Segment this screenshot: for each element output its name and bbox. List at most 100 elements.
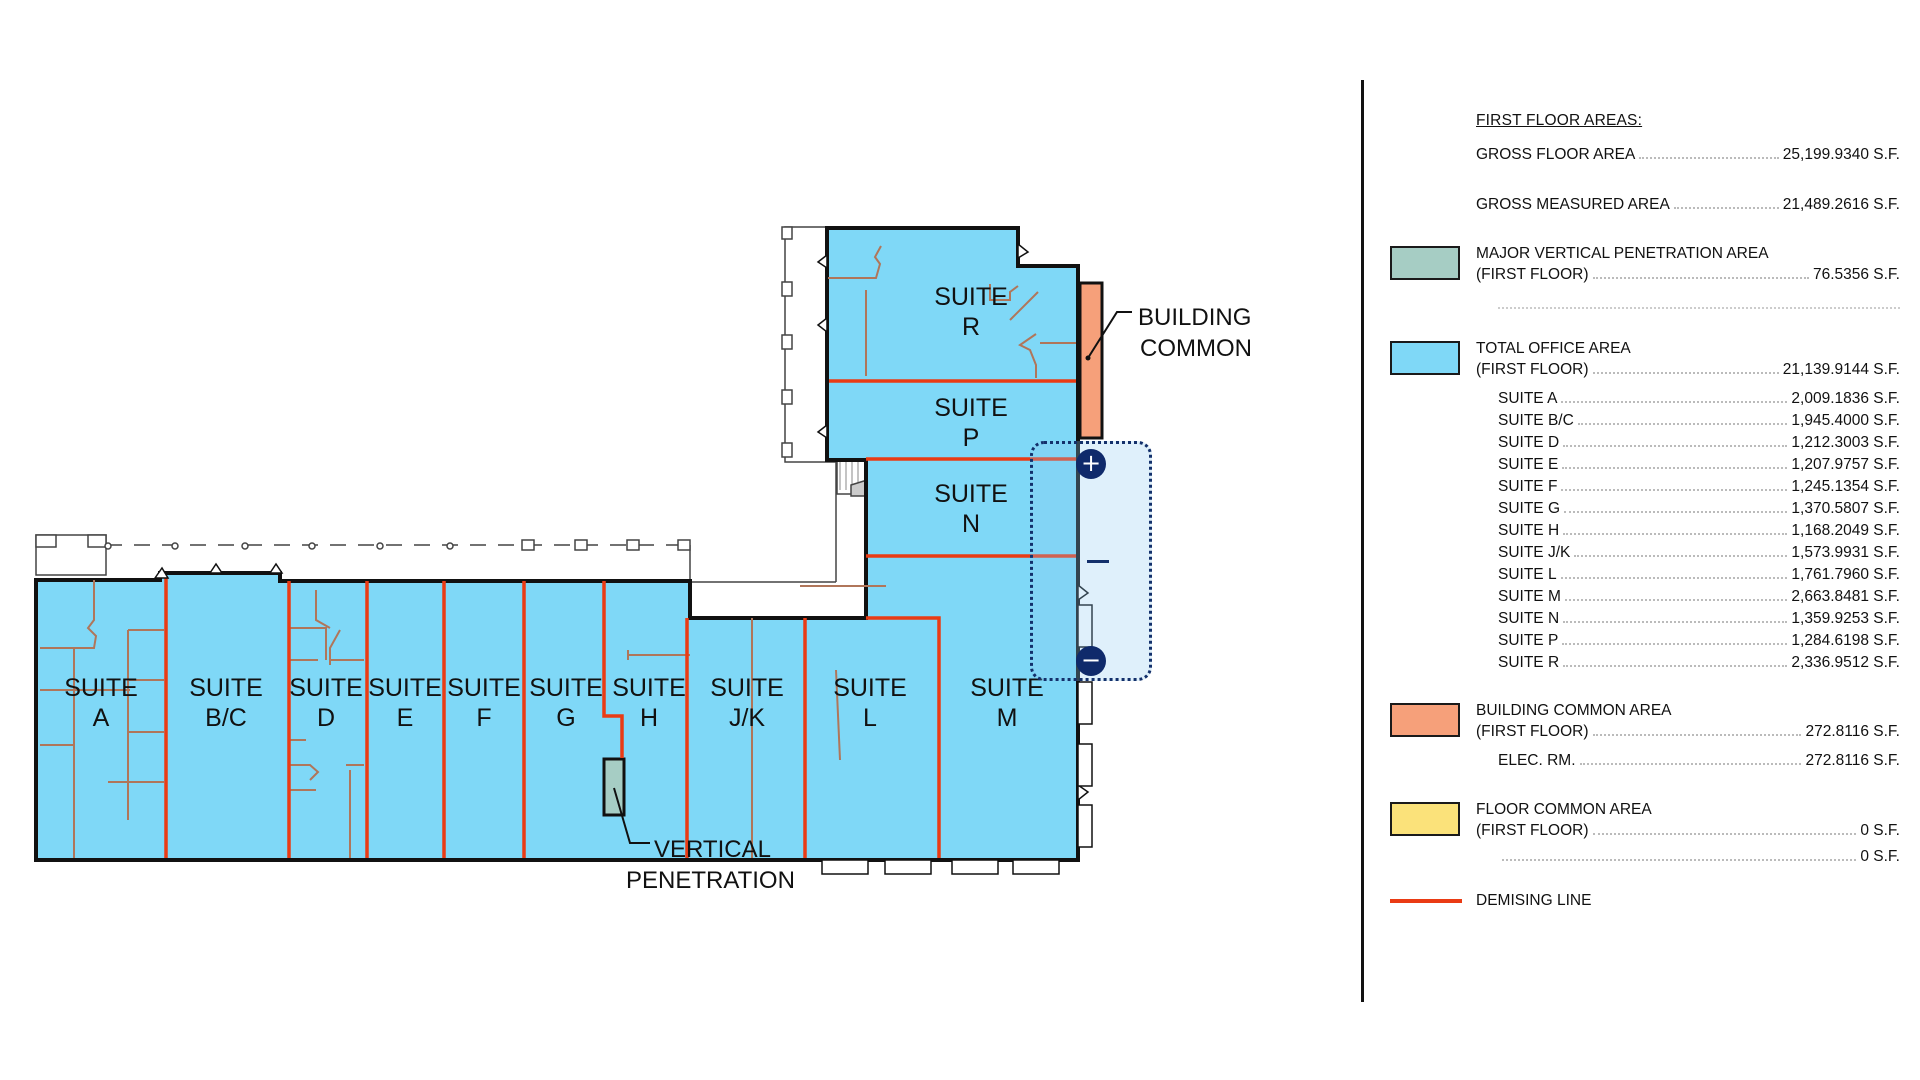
suite-area-label: SUITE M: [1498, 588, 1561, 605]
callout-building-common-line2: COMMON: [1140, 335, 1252, 362]
leader-dots: [1563, 533, 1788, 535]
suite-label-h-id: H: [640, 704, 658, 732]
office-area-swatch: [1390, 341, 1460, 375]
gross-measured-area-value: 21,489.2616 S.F.: [1782, 196, 1900, 213]
callout-vertical-penetration: VERTICAL PENETRATION: [613, 787, 795, 894]
suite-label-p-id: P: [963, 424, 980, 452]
callout-vertical-penetration-line2: PENETRATION: [626, 867, 795, 894]
zoom-out-button[interactable]: −: [1076, 646, 1106, 676]
suite-area-value: 1,168.2049 S.F.: [1791, 522, 1900, 539]
exterior-base-boxes: [821, 604, 1093, 875]
suite-area-value: 1,945.4000 S.F.: [1791, 412, 1900, 429]
suite-area-value: 1,245.1354 S.F.: [1791, 478, 1900, 495]
leader-dots: [1563, 445, 1788, 447]
callout-vertical-penetration-line1: VERTICAL: [654, 836, 771, 863]
suite-label-a: SUITE: [64, 674, 138, 702]
suite-label-m: SUITE: [970, 674, 1044, 702]
leader-dots: [1560, 577, 1788, 579]
floor-common-value: 0 S.F.: [1860, 822, 1900, 839]
office-area-row: (FIRST FLOOR) 21,139.9144 S.F.: [1476, 361, 1900, 379]
suite-area-label: SUITE F: [1498, 478, 1558, 495]
building-common-row: (FIRST FLOOR) 272.8116 S.F.: [1476, 723, 1900, 741]
gross-floor-area-label: GROSS FLOOR AREA: [1476, 146, 1636, 163]
suite-area-label: SUITE D: [1498, 434, 1560, 451]
vertical-penetration-swatch: [1390, 246, 1460, 280]
building-common-label: BUILDING COMMON AREA: [1476, 702, 1672, 719]
suite-label-n: SUITE: [934, 480, 1008, 508]
suite-label-jk-id: J/K: [729, 704, 765, 732]
suite-label-l-id: L: [863, 704, 877, 732]
zoom-level-indicator[interactable]: [1087, 560, 1109, 563]
elec-room-row: ELEC. RM. 272.8116 S.F.: [1498, 752, 1900, 770]
suite-label-jk: SUITE: [710, 674, 784, 702]
suite-area-label: SUITE R: [1498, 654, 1560, 671]
floor-common-item-value: 0 S.F.: [1860, 848, 1900, 865]
suite-area-label: SUITE G: [1498, 500, 1561, 517]
leader-dots: [1577, 423, 1788, 425]
zoom-slider-track[interactable]: [1030, 441, 1152, 681]
suite-label-d: SUITE: [289, 674, 363, 702]
suite-area-value: 2,336.9512 S.F.: [1791, 654, 1900, 671]
suite-label-bc-id: B/C: [205, 704, 247, 732]
suite-labels: SUITE A SUITE B/C SUITE D SUITE E SUITE …: [64, 283, 1044, 732]
building-common-value: 272.8116 S.F.: [1805, 723, 1900, 740]
exterior-canopy: [35, 226, 870, 612]
area-legend: FIRST FLOOR AREAS: GROSS FLOOR AREA 25,1…: [1390, 0, 1910, 1080]
demising-lines: [164, 379, 1076, 858]
suite-label-l: SUITE: [833, 674, 907, 702]
suite-area-value: 2,663.8481 S.F.: [1791, 588, 1900, 605]
demising-line-swatch: [1390, 899, 1462, 903]
suite-area-value: 1,207.9757 S.F.: [1791, 456, 1900, 473]
suite-area-label: SUITE J/K: [1498, 544, 1571, 561]
suite-label-r: SUITE: [934, 283, 1008, 311]
suite-area-label: SUITE H: [1498, 522, 1560, 539]
gross-measured-area-label: GROSS MEASURED AREA: [1476, 196, 1670, 213]
office-area-value: 21,139.9144 S.F.: [1782, 361, 1900, 378]
building-common-area: [1078, 281, 1104, 440]
floor-plan: SUITE A SUITE B/C SUITE D SUITE E SUITE …: [34, 226, 1252, 894]
suite-area-row: SUITE H 1,168.2049 S.F.: [1498, 522, 1900, 540]
suite-label-n-id: N: [962, 510, 980, 538]
suite-label-bc: SUITE: [189, 674, 263, 702]
vertical-penetration-area: [602, 757, 626, 817]
leader-dots: [1563, 621, 1788, 623]
suite-area-row: SUITE M 2,663.8481 S.F.: [1498, 588, 1900, 606]
floor-common-swatch: [1390, 802, 1460, 836]
suite-area-row: SUITE E 1,207.9757 S.F.: [1498, 456, 1900, 474]
suite-label-m-id: M: [997, 704, 1018, 732]
building-common-swatch: [1390, 703, 1460, 737]
leader-dots: [1564, 599, 1788, 601]
leader-dots: [1562, 643, 1788, 645]
blank-dotted-row: [1498, 307, 1900, 309]
legend-title: FIRST FLOOR AREAS:: [1476, 112, 1643, 129]
suite-label-e: SUITE: [368, 674, 442, 702]
callout-building-common-line1: BUILDING: [1138, 304, 1251, 331]
gross-floor-area-value: 25,199.9340 S.F.: [1782, 146, 1900, 163]
leader-dots: [1564, 511, 1788, 513]
suite-label-g: SUITE: [529, 674, 603, 702]
elec-room-label: ELEC. RM.: [1498, 752, 1576, 769]
building-common-sublabel: (FIRST FLOOR): [1476, 723, 1589, 740]
suite-area-label: SUITE B/C: [1498, 412, 1574, 429]
vertical-penetration-value: 76.5356 S.F.: [1812, 266, 1900, 283]
suite-area-label: SUITE A: [1498, 390, 1558, 407]
suite-label-p: SUITE: [934, 394, 1008, 422]
suite-area-value: 1,573.9931 S.F.: [1791, 544, 1900, 561]
suite-label-r-id: R: [962, 313, 980, 341]
zoom-in-button[interactable]: +: [1076, 449, 1106, 479]
vertical-penetration-sublabel: (FIRST FLOOR): [1476, 266, 1589, 283]
suite-area-label: SUITE L: [1498, 566, 1557, 583]
suite-label-g-id: G: [556, 704, 575, 732]
office-area-label: TOTAL OFFICE AREA: [1476, 340, 1631, 357]
suite-area-row: SUITE R 2,336.9512 S.F.: [1498, 654, 1900, 672]
leader-dots: [1561, 489, 1788, 491]
office-area-sublabel: (FIRST FLOOR): [1476, 361, 1589, 378]
leader-dots: [1561, 401, 1788, 403]
suite-area-label: SUITE E: [1498, 456, 1559, 473]
callout-building-common: BUILDING COMMON: [1085, 304, 1252, 362]
